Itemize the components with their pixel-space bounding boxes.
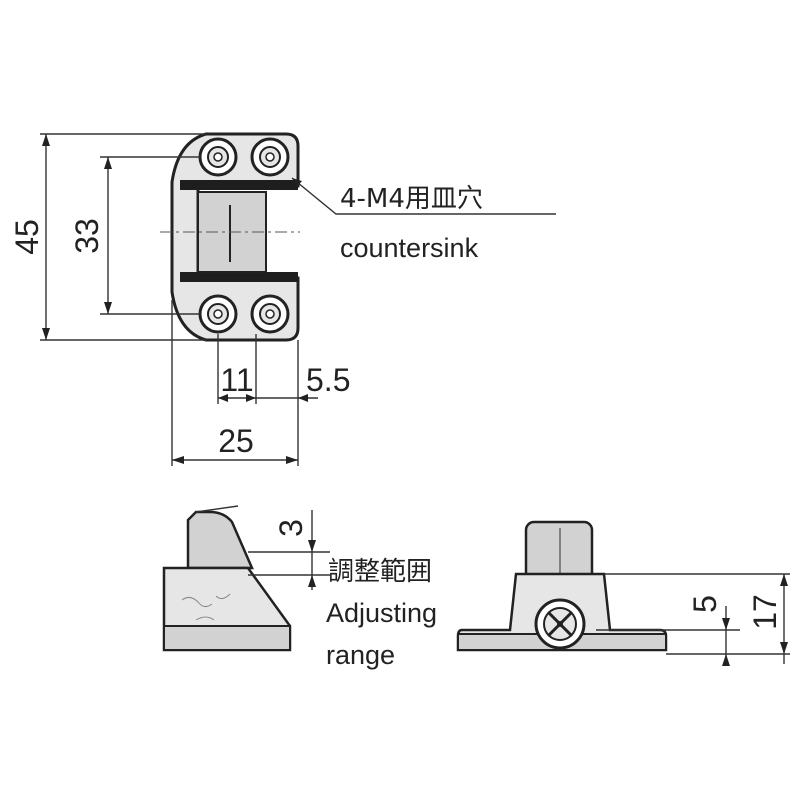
- dim-45: 45: [9, 133, 206, 341]
- dim-5: 5: [596, 595, 740, 666]
- countersink-leader: 4-M4用皿穴 countersink: [291, 177, 556, 263]
- dim-25: 25: [171, 300, 299, 466]
- countersink-hole-top-right: [250, 137, 290, 177]
- phillips-screw-icon: [534, 598, 586, 650]
- top-view-shade-upper: [180, 180, 298, 190]
- adjusting-range-label-jp: 調整範囲: [328, 557, 432, 587]
- front-view: 5 17: [456, 520, 790, 666]
- countersink-hole-bottom-left: [198, 294, 238, 334]
- dim-5-label: 5: [687, 595, 723, 613]
- dim-17-label: 17: [747, 594, 783, 630]
- countersink-label-en: countersink: [340, 233, 479, 263]
- dim-17: 17: [604, 573, 790, 664]
- countersink-hole-bottom-right: [250, 294, 290, 334]
- dim-11-and-5-5: 11 5.5: [217, 334, 350, 404]
- adjusting-range-label-en-1: Adjusting: [326, 598, 437, 628]
- countersink-label-jp: 4-M4用皿穴: [340, 184, 483, 214]
- dim-3-label: 3: [273, 519, 309, 537]
- top-view-shade-lower: [180, 272, 298, 282]
- dim-11-label: 11: [220, 362, 253, 398]
- dim-5-5-label: 5.5: [306, 362, 350, 398]
- dim-33-label: 33: [69, 218, 105, 254]
- top-view: 45 33 11 5.5 25: [9, 132, 556, 466]
- side-view-slider: [186, 510, 254, 570]
- countersink-hole-top-left: [198, 137, 238, 177]
- adjusting-range-label-en-2: range: [326, 640, 395, 670]
- dim-33: 33: [69, 156, 200, 315]
- side-view: 3 調整範囲 Adjusting range: [162, 505, 437, 670]
- dim-3: 3: [248, 510, 330, 590]
- dim-25-label: 25: [218, 423, 254, 459]
- side-view-base-shadow: [163, 625, 291, 651]
- dim-45-label: 45: [9, 219, 45, 255]
